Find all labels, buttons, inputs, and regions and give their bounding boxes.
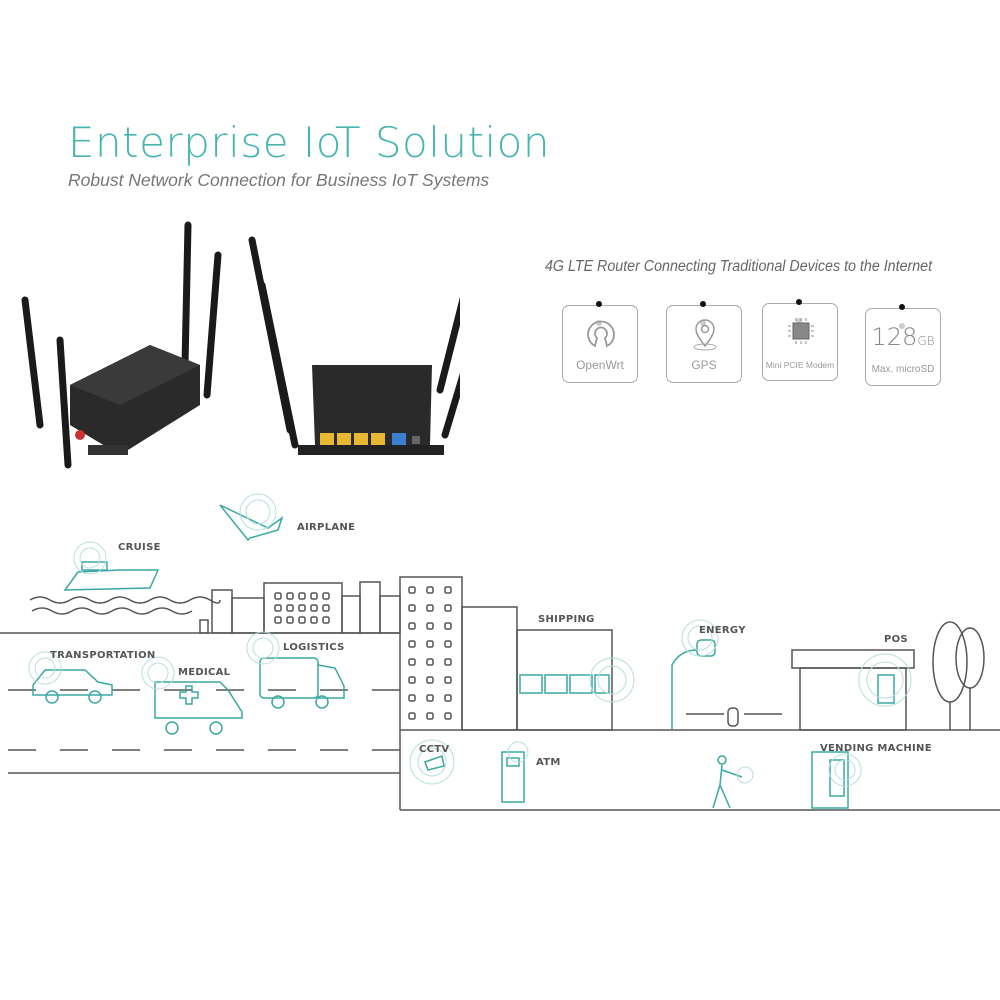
window	[426, 694, 434, 702]
window	[322, 592, 330, 600]
window	[408, 586, 416, 594]
window	[408, 712, 416, 720]
trees-icon	[932, 621, 985, 730]
label-logistics: LOGISTICS	[283, 642, 345, 653]
window	[408, 658, 416, 666]
window	[322, 616, 330, 624]
person-walking-icon	[712, 755, 743, 809]
page-title: Enterprise IoT Solution	[68, 118, 550, 167]
bench-icon	[686, 707, 782, 727]
label-pos: POS	[884, 634, 908, 645]
chip-icon	[788, 318, 814, 344]
label-energy: ENERGY	[699, 625, 746, 636]
storage-icon: 128GB	[866, 323, 940, 351]
window	[444, 676, 452, 684]
label-cctv: CCTV	[419, 744, 450, 755]
teal-icons	[28, 493, 912, 809]
label-cruise: CRUISE	[118, 542, 161, 553]
window	[444, 604, 452, 612]
window	[408, 604, 416, 612]
pager-dots	[791, 290, 813, 324]
window	[310, 616, 318, 624]
building-windows	[274, 586, 452, 720]
waves-icon	[29, 596, 221, 615]
window	[408, 622, 416, 630]
pager-dots	[591, 292, 613, 326]
window	[426, 712, 434, 720]
label-shipping: SHIPPING	[538, 614, 595, 625]
ship-icon	[63, 561, 160, 591]
openwrt-icon	[587, 320, 615, 348]
window	[426, 604, 434, 612]
window	[286, 604, 294, 612]
storage-unit: GB	[917, 334, 935, 348]
feature-label: Max. microSD	[871, 364, 935, 375]
window	[310, 604, 318, 612]
window	[298, 604, 306, 612]
window	[444, 622, 452, 630]
window	[274, 616, 282, 624]
feature-label: OpenWrt	[576, 358, 624, 372]
router-right	[248, 236, 460, 455]
feature-label: Mini PCIE Modem	[765, 360, 835, 370]
atm-icon	[501, 751, 525, 803]
window	[426, 658, 434, 666]
label-atm: ATM	[536, 757, 561, 768]
window	[286, 592, 294, 600]
window	[274, 592, 282, 600]
window	[426, 640, 434, 648]
window	[408, 640, 416, 648]
window	[310, 592, 318, 600]
window	[444, 712, 452, 720]
pager-dots	[695, 292, 717, 326]
pager-dots	[894, 295, 916, 329]
map-pin-icon	[693, 319, 717, 351]
label-medical: MEDICAL	[178, 667, 231, 678]
window	[298, 616, 306, 624]
storage-value: 128	[871, 323, 918, 351]
pos-terminal-icon	[877, 674, 895, 704]
iot-scene	[0, 493, 1000, 811]
label-transportation: TRANSPORTATION	[50, 650, 156, 661]
skyline-buildings	[199, 576, 915, 731]
feature-microsd: 128GB Max. microSD	[865, 304, 941, 386]
window	[322, 604, 330, 612]
ambulance-icon	[154, 681, 243, 735]
window	[274, 604, 282, 612]
window	[426, 586, 434, 594]
router-images	[21, 221, 460, 469]
window	[408, 676, 416, 684]
signal-waves	[28, 493, 912, 787]
window	[444, 640, 452, 648]
feature-mini-pcie: Mini PCIE Modem	[762, 299, 838, 381]
window	[426, 622, 434, 630]
cctv-icon	[424, 755, 445, 771]
feature-gps: GPS	[666, 301, 742, 383]
window	[444, 658, 452, 666]
router-left	[21, 221, 222, 469]
window	[298, 592, 306, 600]
window	[408, 694, 416, 702]
window	[444, 694, 452, 702]
page-subtitle: Robust Network Connection for Business I…	[68, 170, 490, 190]
airplane-icon	[219, 504, 284, 542]
label-airplane: AIRPLANE	[297, 522, 356, 533]
label-vending-machine: VENDING MACHINE	[820, 743, 932, 754]
window	[444, 586, 452, 594]
truck-icon	[259, 657, 345, 709]
window	[286, 616, 294, 624]
car-icon	[32, 669, 113, 704]
shipping-boxes-icon	[519, 674, 610, 694]
window	[426, 676, 434, 684]
feature-label: GPS	[691, 358, 717, 372]
features-heading: 4G LTE Router Connecting Traditional Dev…	[545, 258, 933, 275]
feature-openwrt: OpenWrt	[562, 301, 638, 383]
